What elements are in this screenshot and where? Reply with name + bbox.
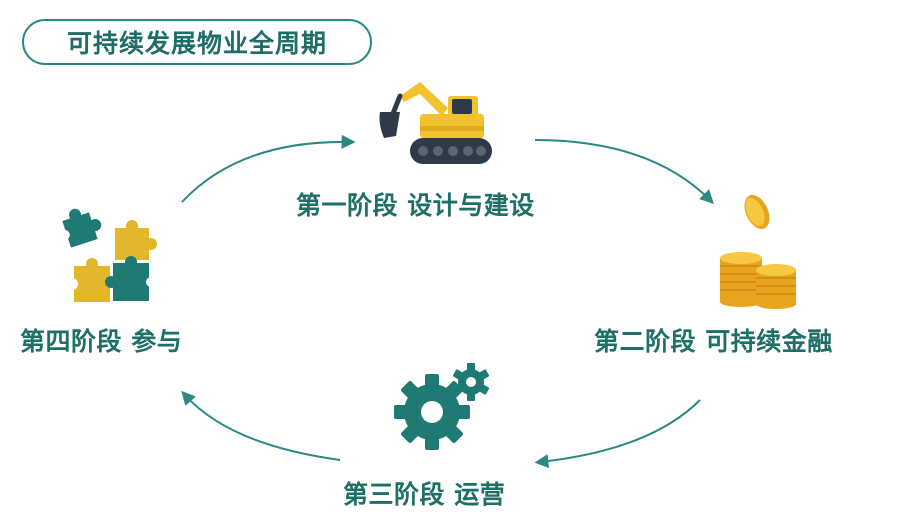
diagram-title: 可持续发展物业全周期 xyxy=(22,19,372,65)
stage-3-label: 第三阶段 运营 xyxy=(343,480,506,509)
puzzle-icon xyxy=(59,208,157,302)
stage-2-label: 第二阶段 可持续金融 xyxy=(594,327,833,356)
arrow-stage4-to-stage1 xyxy=(181,134,356,203)
stage-4-label: 第四阶段 参与 xyxy=(20,327,183,356)
coins-icon xyxy=(720,195,796,309)
stage-1-label: 第一阶段 设计与建设 xyxy=(296,191,535,220)
arrow-stage1-to-stage2 xyxy=(534,139,714,204)
excavator-icon xyxy=(379,82,492,164)
arrow-stage3-to-stage4 xyxy=(181,390,341,461)
arrow-stage2-to-stage3 xyxy=(534,399,701,469)
gears-icon xyxy=(394,363,490,450)
